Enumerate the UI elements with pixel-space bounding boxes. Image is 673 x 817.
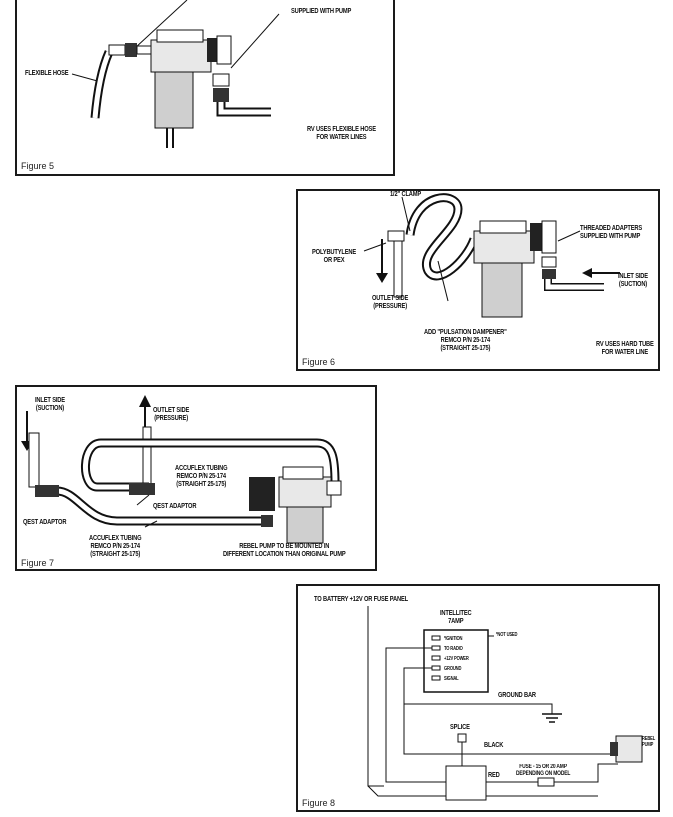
figure-8-caption: Figure 8 (302, 798, 336, 808)
figure-7-panel: INLET SIDE (SUCTION) OUTLET SIDE (PRESSU… (15, 385, 377, 571)
figure-6-panel: 1/2" CLAMP THREADED ADAPTERS SUPPLIED WI… (296, 189, 660, 371)
battery-label: TO BATTERY +12V OR FUSE PANEL (314, 596, 408, 603)
rebel-pump-label: REBEL PUMP (642, 736, 656, 748)
rv-flexible-hose-label: RV USES FLEXIBLE HOSE FOR WATER LINES (307, 126, 376, 141)
red-wire-label: RED (488, 772, 500, 779)
accuflex-bottom-label: ACCUFLEX TUBING REMCO P/N 25-174 (STRAIG… (89, 535, 142, 558)
power-terminal-label: +12V POWER (444, 656, 469, 662)
rv-hard-tube-label: RV USES HARD TUBE FOR WATER LINE (596, 341, 654, 356)
pulsation-dampener-label: ADD "PULSATION DAMPENER" REMCO P/N 25-17… (424, 329, 507, 352)
not-used-label: *NOT USED (496, 632, 518, 638)
outlet-side-label: OUTLET SIDE (PRESSURE) (153, 407, 190, 422)
threaded-adapters-label: THREADED ADAPTERS SUPPLIED WITH PUMP (580, 225, 643, 240)
qest-adaptor-left-label: QEST ADAPTOR (23, 519, 67, 526)
inlet-side-label: INLET SIDE (SUCTION) (618, 273, 648, 288)
outlet-side-label: OUTLET SIDE (PRESSURE) (372, 295, 409, 310)
figure-6-caption: Figure 6 (302, 357, 336, 367)
figure-5-panel: SUPPLIED WITH PUMP FLEXIBLE HOSE RV USES… (15, 0, 395, 176)
figure-6-drawing (363, 193, 620, 318)
figure-8-panel: TO BATTERY +12V OR FUSE PANEL INTELLITEC… (296, 584, 660, 812)
figure-7-drawing (21, 395, 342, 544)
ground-bar-label: GROUND BAR (498, 692, 536, 699)
to-radio-terminal-label: TO RADIO (444, 646, 463, 652)
splice-label: SPLICE (450, 724, 470, 731)
fuse-label: FUSE - 15 OR 20 AMP DEPENDING ON MODEL (516, 764, 571, 777)
figure-8-drawing (367, 606, 643, 801)
figure-7-caption: Figure 7 (21, 558, 55, 568)
qest-adaptor-right-label: QEST ADAPTOR (153, 503, 197, 510)
inlet-side-label: INLET SIDE (SUCTION) (35, 397, 65, 412)
black-wire-label: BLACK (484, 742, 504, 749)
supplied-with-pump-label: SUPPLIED WITH PUMP (291, 8, 352, 15)
ground-terminal-label: GROUND (444, 666, 462, 672)
accuflex-top-label: ACCUFLEX TUBING REMCO P/N 25-174 (STRAIG… (175, 465, 228, 488)
figure-5-caption: Figure 5 (21, 161, 55, 171)
ignition-terminal-label: *IGNITION (444, 636, 463, 642)
intellitec-label: INTELLITEC 7AMP (440, 610, 472, 625)
rebel-pump-note-label: REBEL PUMP TO BE MOUNTED IN DIFFERENT LO… (223, 543, 346, 558)
signal-terminal-label: SIGNAL (444, 676, 459, 682)
flexible-hose-label: FLEXIBLE HOSE (25, 70, 69, 77)
clamp-label: 1/2" CLAMP (390, 191, 422, 198)
figure-5-drawing (71, 0, 280, 148)
polybutylene-label: POLYBUTYLENE OR PEX (312, 249, 357, 264)
